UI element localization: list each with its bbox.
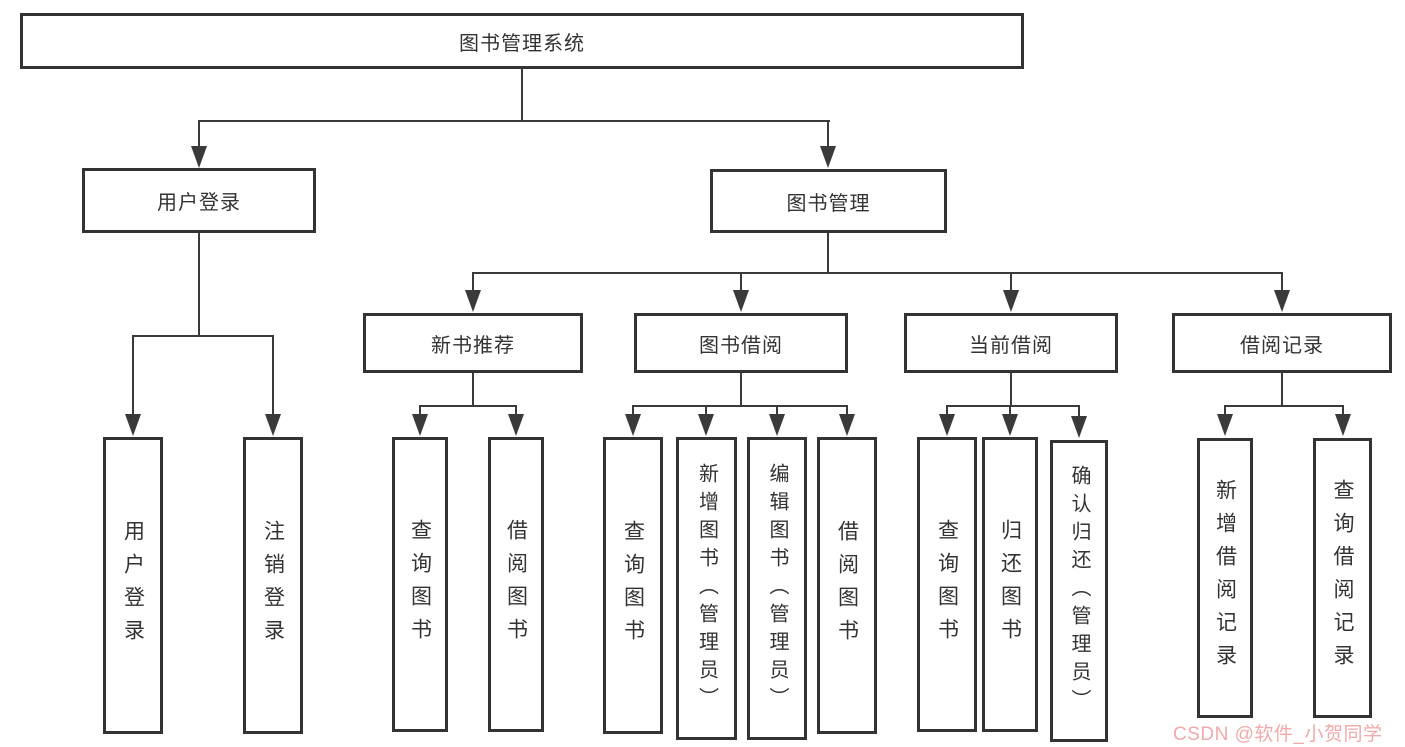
connector-stub-user-login (198, 120, 200, 148)
leaf-edit-books-admin: 编辑图书（管理员） (747, 437, 807, 740)
arrowhead-icon (265, 414, 281, 436)
connector-bookborrow-vertical (740, 373, 742, 407)
connector-bookborrow-horizontal (632, 405, 848, 407)
arrowhead-icon (939, 414, 955, 436)
leaf-query-books-current: 查询图书 (917, 437, 977, 732)
connector-stub-leaf-login (132, 335, 134, 416)
connector-bookmgmt-vertical (827, 233, 829, 274)
arrowhead-icon (820, 146, 836, 168)
arrowhead-icon (1217, 414, 1233, 436)
connector-stub-e2 (1342, 405, 1344, 416)
connector-stub-bookborrow (740, 272, 742, 292)
connector-newbook-horizontal (419, 405, 517, 407)
connector-stub-c2 (705, 405, 707, 416)
leaf-user-login-label: 用户登录 (121, 519, 145, 652)
leaf-add-borrow-record-label: 新增借阅记录 (1213, 479, 1237, 677)
leaf-logout: 注销登录 (243, 437, 303, 734)
leaf-query-books-recommend-label: 查询图书 (408, 518, 432, 651)
arrowhead-icon (191, 146, 207, 168)
leaf-add-books-admin-label: 新增图书（管理员） (695, 462, 718, 715)
connector-stub-records (1281, 272, 1283, 292)
node-user-login-label: 用户登录 (157, 192, 241, 214)
connector-newbook-vertical (472, 373, 474, 407)
node-borrowing-records: 借阅记录 (1172, 313, 1392, 373)
leaf-borrow-books-recommend-label: 借阅图书 (504, 518, 528, 651)
arrowhead-icon (1071, 416, 1087, 438)
leaf-confirm-return-admin-label: 确认归还（管理员） (1068, 465, 1090, 717)
leaf-confirm-return-admin: 确认归还（管理员） (1050, 440, 1108, 742)
connector-stub-d3 (1078, 405, 1080, 418)
connector-records-vertical (1281, 373, 1283, 407)
arrowhead-icon (733, 290, 749, 312)
leaf-return-books-label: 归还图书 (998, 518, 1022, 651)
arrowhead-icon (839, 414, 855, 436)
arrowhead-icon (412, 414, 428, 436)
connector-stub-b1 (419, 405, 421, 416)
connector-userlogin-horizontal (132, 335, 274, 337)
arrowhead-icon (625, 414, 641, 436)
node-book-borrowing: 图书借阅 (634, 313, 848, 373)
leaf-query-books-current-label: 查询图书 (935, 518, 959, 651)
node-book-borrowing-label: 图书借阅 (699, 334, 783, 357)
node-book-management-label: 图书管理 (786, 192, 871, 215)
connector-stub-currentborrow (1010, 272, 1012, 292)
connector-userlogin-vertical (198, 233, 200, 337)
node-user-login: 用户登录 (82, 168, 316, 233)
arrowhead-icon (1335, 414, 1351, 436)
arrowhead-icon (698, 414, 714, 436)
arrowhead-icon (1002, 414, 1018, 436)
leaf-borrow-books-label: 借阅图书 (835, 519, 859, 652)
leaf-query-borrow-record: 查询借阅记录 (1313, 438, 1372, 718)
node-book-management: 图书管理 (710, 169, 947, 233)
leaf-query-books-borrow: 查询图书 (603, 437, 663, 734)
connector-root-horizontal (198, 120, 830, 122)
connector-stub-b2 (515, 405, 517, 416)
leaf-user-login: 用户登录 (103, 437, 163, 734)
csdn-watermark: CSDN @软件_小贺同学 (1173, 724, 1383, 745)
leaf-edit-books-admin-label: 编辑图书（管理员） (766, 462, 788, 715)
arrowhead-icon (508, 414, 524, 436)
leaf-query-books-recommend: 查询图书 (392, 437, 448, 732)
connector-currentborrow-horizontal (946, 405, 1080, 407)
leaf-logout-label: 注销登录 (261, 519, 285, 652)
connector-stub-c4 (846, 405, 848, 416)
connector-stub-c3 (776, 405, 778, 416)
leaf-add-books-admin: 新增图书（管理员） (676, 437, 737, 740)
connector-stub-leaf-logout (272, 335, 274, 416)
connector-root-vertical (521, 69, 523, 122)
arrowhead-icon (465, 290, 481, 312)
connector-stub-newbook (472, 272, 474, 292)
connector-bookmgmt-horizontal (472, 272, 1283, 274)
node-new-book-recommend-label: 新书推荐 (431, 334, 515, 357)
node-current-borrowing: 当前借阅 (904, 313, 1118, 373)
arrowhead-icon (1003, 290, 1019, 312)
connector-stub-d2 (1009, 405, 1011, 416)
connector-stub-d1 (946, 405, 948, 416)
connector-stub-book-management (827, 120, 829, 148)
arrowhead-icon (125, 414, 141, 436)
leaf-query-books-borrow-label: 查询图书 (621, 519, 645, 652)
node-new-book-recommend: 新书推荐 (363, 313, 583, 373)
node-root: 图书管理系统 (20, 13, 1024, 69)
leaf-return-books: 归还图书 (982, 437, 1038, 732)
connector-stub-e1 (1224, 405, 1226, 416)
arrowhead-icon (769, 414, 785, 436)
connector-stub-c1 (632, 405, 634, 416)
connector-records-horizontal (1224, 405, 1344, 407)
leaf-borrow-books: 借阅图书 (817, 437, 877, 734)
node-root-label: 图书管理系统 (459, 32, 585, 55)
node-borrowing-records-label: 借阅记录 (1240, 334, 1324, 357)
leaf-add-borrow-record: 新增借阅记录 (1197, 438, 1253, 718)
arrowhead-icon (1274, 290, 1290, 312)
node-current-borrowing-label: 当前借阅 (969, 334, 1053, 357)
connector-currentborrow-vertical (1010, 373, 1012, 407)
leaf-query-borrow-record-label: 查询借阅记录 (1331, 479, 1354, 677)
leaf-borrow-books-recommend: 借阅图书 (488, 437, 544, 732)
